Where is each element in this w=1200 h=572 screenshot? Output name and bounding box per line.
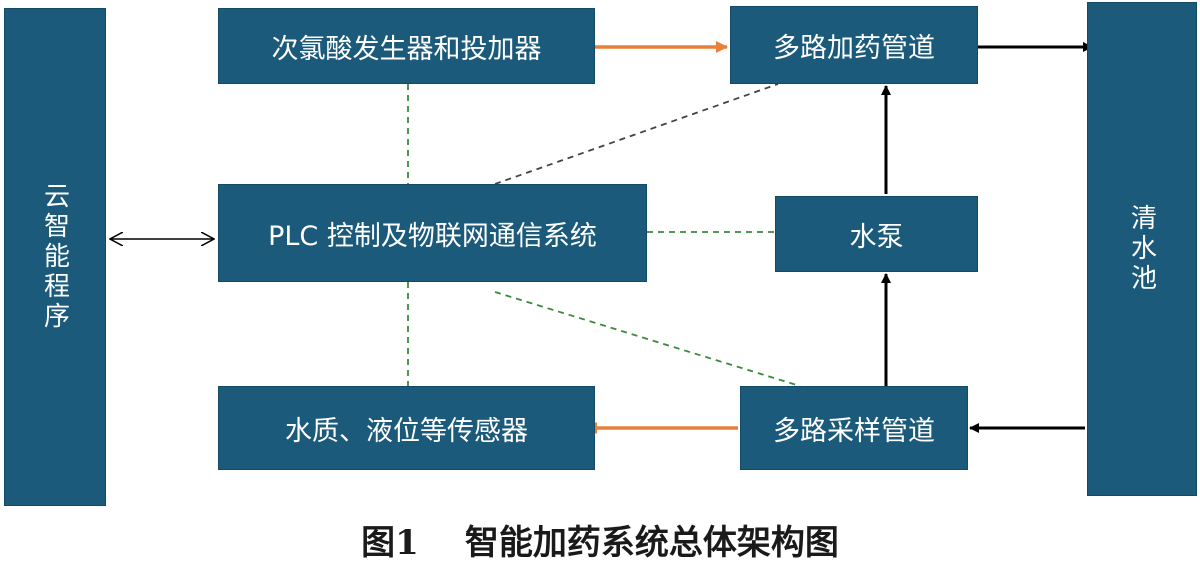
cloud-program-label: 云智能程序 <box>39 182 70 332</box>
sensors-label: 水质、液位等传感器 <box>285 415 528 447</box>
figure-caption: 图1 智能加药系统总体架构图 <box>0 515 1200 564</box>
link-plc-sampling <box>494 291 801 387</box>
generator-block: 次氯酸发生器和投加器 <box>218 8 595 84</box>
sensors-block: 水质、液位等传感器 <box>218 386 595 470</box>
dosing-pipe-block: 多路加药管道 <box>730 6 978 84</box>
pump-label: 水泵 <box>849 221 904 253</box>
figure-number: 图1 <box>361 523 419 563</box>
figure-title: 智能加药系统总体架构图 <box>464 523 839 563</box>
dosing-pipe-label: 多路加药管道 <box>773 32 935 64</box>
sampling-pipe-block: 多路采样管道 <box>740 386 968 470</box>
cloud-program-block: 云智能程序 <box>4 8 106 506</box>
sampling-pipe-label: 多路采样管道 <box>773 415 935 447</box>
plc-block: PLC 控制及物联网通信系统 <box>218 184 647 282</box>
link-plc-dosing <box>494 83 779 185</box>
plc-label: PLC 控制及物联网通信系统 <box>268 220 597 252</box>
generator-label: 次氯酸发生器和投加器 <box>271 33 542 65</box>
architecture-diagram <box>0 41 1093 434</box>
pump-block: 水泵 <box>775 196 978 272</box>
clear-pool-label: 清水池 <box>1126 204 1157 294</box>
clear-pool-block: 清水池 <box>1087 2 1197 496</box>
